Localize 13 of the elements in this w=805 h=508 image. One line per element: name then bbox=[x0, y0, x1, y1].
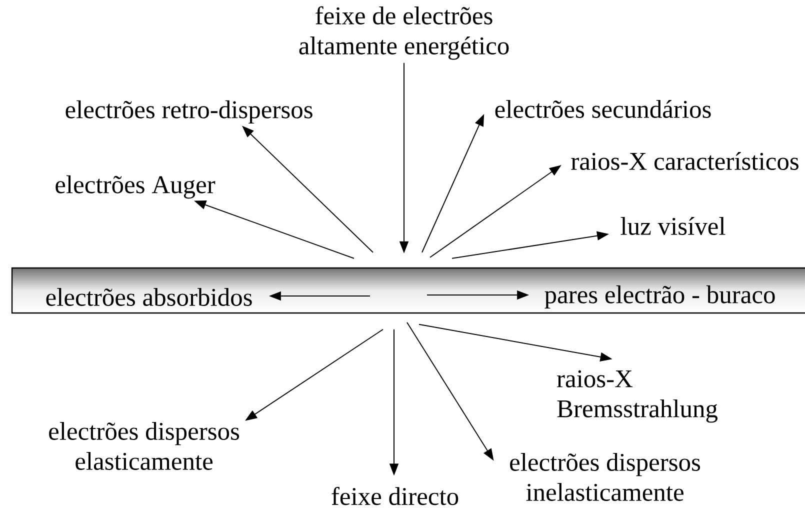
text-label: electrões dispersos elasticamente bbox=[49, 422, 240, 470]
text-label: electrões absorbidos bbox=[46, 288, 252, 306]
text-label: electrões dispersos inelasticamente bbox=[510, 453, 700, 501]
text-label: electrões Auger bbox=[56, 175, 216, 199]
text-label: raios-X Bremsstrahlung bbox=[557, 370, 718, 423]
text-label: raios-X característicos bbox=[571, 152, 798, 170]
text-label: feixe directo bbox=[332, 486, 458, 506]
specimen-bar bbox=[11, 267, 805, 314]
text-label: electrões retro-dispersos bbox=[66, 100, 312, 124]
text-label: electrões secundários bbox=[495, 100, 711, 118]
text-label: feixe de electrões altamente energético bbox=[299, 6, 509, 60]
text-label: luz visível bbox=[620, 217, 726, 235]
text-label: pares electrão - buraco bbox=[544, 285, 775, 309]
